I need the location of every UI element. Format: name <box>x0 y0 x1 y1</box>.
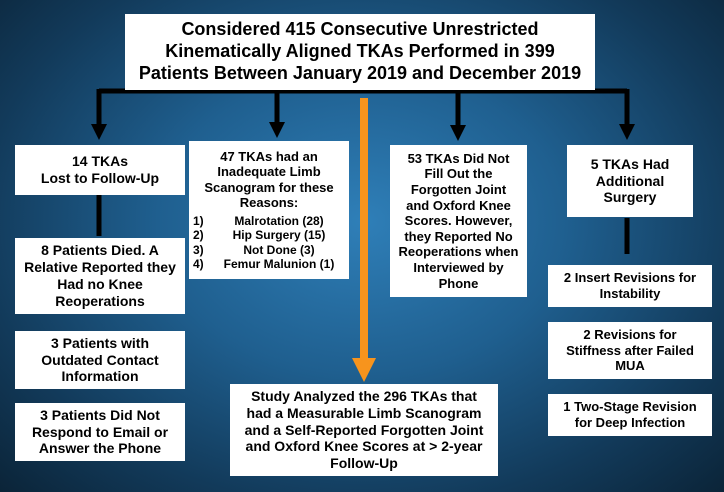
reason-number: 4) <box>193 257 204 272</box>
no-scores-line: Phone <box>438 275 479 291</box>
no-scores-line: and Oxford Knee <box>406 197 511 213</box>
additional-surgery-box: 5 TKAs Had Additional Surgery <box>567 145 693 217</box>
study-analyzed-line: and Oxford Knee Scores at > 2-year <box>245 438 483 455</box>
additional-surgery-title: Surgery <box>603 189 657 206</box>
header-line: Kinematically Aligned TKAs Performed in … <box>165 41 555 62</box>
reason-text: Not Done (3) <box>243 242 315 257</box>
lost-followup-contact-line: Information <box>61 368 139 385</box>
reason-text: Femur Malunion (1) <box>223 257 335 272</box>
no-scores-line: Fill Out the <box>424 166 493 182</box>
study-analyzed-line: Follow-Up <box>330 455 398 472</box>
lost-followup-died-box: 8 Patients Died. A Relative Reported the… <box>15 238 185 314</box>
stiffness-revisions-box: 2 Revisions for Stiffness after Failed M… <box>548 322 712 379</box>
two-stage-revision-box: 1 Two-Stage Revision for Deep Infection <box>548 394 712 436</box>
stiffness-revisions-line: 2 Revisions for <box>583 327 677 343</box>
header-box: Considered 415 Consecutive Unrestricted … <box>125 14 595 90</box>
lost-followup-contact-line: Outdated Contact <box>41 351 159 368</box>
insert-revisions-line: 2 Insert Revisions for <box>563 270 697 286</box>
no-scores-box: 53 TKAs Did Not Fill Out the Forgotten J… <box>390 145 527 297</box>
reason-item: 1) Malrotation (28) <box>193 214 345 228</box>
header-line: Considered 415 Consecutive Unrestricted <box>181 19 539 40</box>
study-analyzed-box: Study Analyzed the 296 TKAs that had a M… <box>230 384 498 476</box>
study-analyzed-line: Study Analyzed the 296 TKAs that <box>251 388 477 404</box>
inadequate-scanogram-box: 47 TKAs had an Inadequate Limb Scanogram… <box>189 141 349 279</box>
insert-revisions-line: Instability <box>599 286 661 301</box>
lost-followup-title: 14 TKAs <box>71 153 129 170</box>
no-scores-line: Reoperations when <box>398 244 519 260</box>
reason-text: Malrotation (28) <box>234 213 324 228</box>
no-scores-line: Scores. However, <box>404 213 513 229</box>
insert-revisions-box: 2 Insert Revisions for Instability <box>548 265 712 307</box>
inadequate-scanogram-title: Reasons: <box>239 195 299 211</box>
reason-item: 3) Not Done (3) <box>193 243 345 257</box>
reason-item: 2) Hip Surgery (15) <box>193 228 345 242</box>
reason-number: 1) <box>193 213 204 228</box>
two-stage-revision-line: for Deep Infection <box>574 415 686 430</box>
inadequate-scanogram-title: Inadequate Limb <box>217 164 321 180</box>
lost-followup-died-line: Had no Knee <box>57 276 143 292</box>
study-analyzed-line: and a Self-Reported Forgotten Joint <box>244 421 484 438</box>
stiffness-revisions-line: Stiffness after Failed <box>566 342 694 358</box>
two-stage-revision-line: 1 Two-Stage Revision <box>563 399 697 415</box>
study-analyzed-line: had a Measurable Limb Scanogram <box>246 404 482 421</box>
reason-item: 4) Femur Malunion (1) <box>193 257 345 271</box>
lost-followup-contact-line: 3 Patients with <box>50 334 150 351</box>
no-scores-line: Interviewed by <box>413 259 504 275</box>
inadequate-scanogram-title: Scanogram for these <box>204 179 334 195</box>
lost-followup-noresponse-box: 3 Patients Did Not Respond to Email or A… <box>15 403 185 461</box>
reason-number: 2) <box>193 228 204 243</box>
no-scores-line: Forgotten Joint <box>410 182 507 198</box>
lost-followup-noresponse-line: Answer the Phone <box>38 440 162 457</box>
lost-followup-died-line: Relative Reported they <box>24 259 176 276</box>
no-scores-line: they Reported No <box>404 228 513 244</box>
stiffness-revisions-line: MUA <box>615 358 645 374</box>
lost-followup-noresponse-line: 3 Patients Did Not <box>40 406 160 423</box>
lost-followup-contact-box: 3 Patients with Outdated Contact Informa… <box>15 331 185 389</box>
reason-list: 1) Malrotation (28) 2) Hip Surgery (15) … <box>193 214 345 272</box>
reason-text: Hip Surgery (15) <box>232 228 326 243</box>
header-line: Patients Between January 2019 and Decemb… <box>138 62 582 83</box>
reason-number: 3) <box>193 242 204 257</box>
inadequate-scanogram-title: 47 TKAs had an <box>220 148 318 164</box>
lost-followup-title: Lost to Follow-Up <box>40 170 160 186</box>
lost-followup-box: 14 TKAs Lost to Follow-Up <box>15 145 185 195</box>
lost-followup-noresponse-line: Respond to Email or <box>31 423 169 440</box>
additional-surgery-title: Additional <box>595 172 665 189</box>
lost-followup-died-line: Reoperations <box>55 292 145 309</box>
lost-followup-died-line: 8 Patients Died. A <box>41 242 159 259</box>
no-scores-line: 53 TKAs Did Not <box>407 150 510 166</box>
additional-surgery-title: 5 TKAs Had <box>590 155 670 172</box>
